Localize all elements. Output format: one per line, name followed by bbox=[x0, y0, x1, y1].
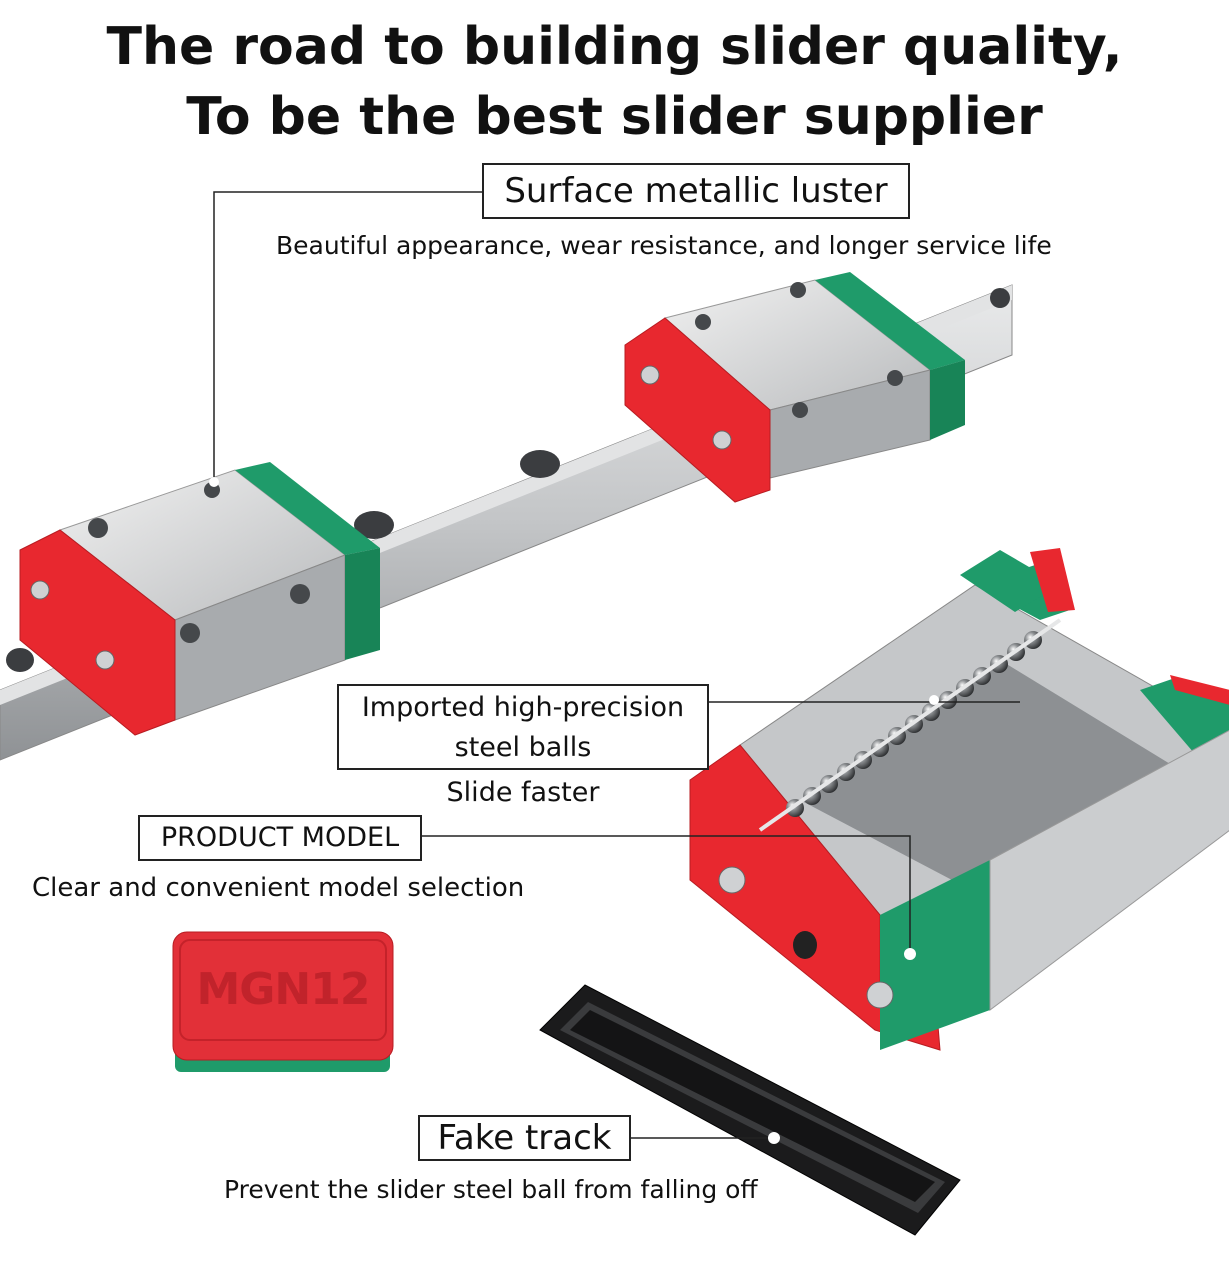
callout-dots bbox=[209, 477, 939, 1144]
feature-balls-description: Slide faster bbox=[446, 777, 600, 808]
callout-lines bbox=[213, 191, 1020, 1139]
mounting-hole bbox=[887, 370, 903, 386]
rail-hole bbox=[6, 648, 34, 672]
feature-balls-title-line1: Imported high-precision bbox=[361, 692, 685, 723]
mounting-hole bbox=[88, 518, 108, 538]
feature-track-title: Fake track bbox=[418, 1115, 631, 1161]
headline-line-1: The road to building slider quality, bbox=[106, 17, 1123, 77]
grease-port bbox=[793, 931, 817, 959]
rail-hole bbox=[990, 288, 1010, 308]
model-tag-block bbox=[172, 931, 394, 1072]
mounting-hole bbox=[792, 402, 808, 418]
model-tag-text: MGN12 bbox=[196, 964, 371, 1015]
feature-surface-description: Beautiful appearance, wear resistance, a… bbox=[276, 231, 1052, 260]
headline-line-2: To be the best slider supplier bbox=[186, 87, 1043, 147]
feature-balls-title-line2: steel balls bbox=[454, 732, 592, 763]
feature-track-description: Prevent the slider steel ball from falli… bbox=[224, 1175, 758, 1204]
mounting-hole bbox=[790, 282, 806, 298]
screw bbox=[95, 650, 115, 670]
slider-block-right bbox=[624, 272, 965, 503]
slider-block-open bbox=[689, 548, 1229, 1051]
screw bbox=[712, 430, 732, 450]
screw bbox=[718, 866, 746, 894]
mounting-hole bbox=[290, 584, 310, 604]
feature-surface-title: Surface metallic luster bbox=[482, 163, 910, 219]
feature-model-description: Clear and convenient model selection bbox=[32, 873, 525, 903]
screw bbox=[866, 981, 894, 1009]
rail-hole bbox=[354, 511, 394, 539]
feature-model-title: PRODUCT MODEL bbox=[138, 815, 422, 861]
fake-track bbox=[539, 984, 961, 1236]
feature-balls-title: Imported high-precision steel balls bbox=[337, 684, 709, 770]
mounting-hole bbox=[180, 623, 200, 643]
screw bbox=[640, 365, 660, 385]
screw bbox=[30, 580, 50, 600]
rail-hole bbox=[520, 450, 560, 478]
slider-block-left bbox=[19, 462, 380, 736]
mounting-hole bbox=[695, 314, 711, 330]
